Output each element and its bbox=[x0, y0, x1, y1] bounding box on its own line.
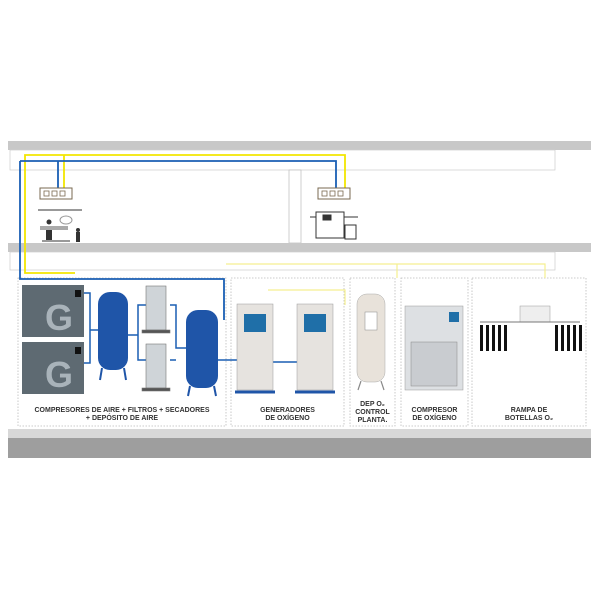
floor-slab bbox=[8, 429, 591, 438]
label-line: BOTELLAS O₂ bbox=[504, 415, 554, 422]
air-line bbox=[19, 160, 337, 320]
middle-slab bbox=[8, 243, 591, 252]
air-dryer-2 bbox=[141, 343, 171, 392]
cylinder-manifold bbox=[480, 305, 582, 351]
label-line: + DEPÓSITO DE AIRE bbox=[85, 415, 159, 422]
label-line: GENERADORES bbox=[260, 407, 315, 414]
air-compressor-2: G bbox=[22, 342, 84, 395]
operating-room-icon bbox=[38, 209, 82, 242]
label-tank: DEP O₂ CONTROL PLANTA. bbox=[350, 401, 395, 425]
air-receiver-tank-1 bbox=[98, 292, 128, 381]
air-compressor-1: G bbox=[22, 285, 84, 338]
label-line: COMPRESORES DE AIRE + FILTROS + SECADORE… bbox=[34, 407, 210, 414]
label-line: CONTROL bbox=[355, 409, 390, 416]
svg-text:G: G bbox=[45, 354, 73, 395]
oxygen-distribution-line bbox=[226, 263, 546, 305]
label-air-section: COMPRESORES DE AIRE + FILTROS + SECADORE… bbox=[18, 407, 226, 423]
divider-wall bbox=[288, 169, 302, 244]
section-box-tank bbox=[349, 277, 396, 427]
oxygen-compressor bbox=[404, 305, 464, 391]
oxygen-generator-1 bbox=[235, 303, 275, 394]
svg-text:G: G bbox=[45, 297, 73, 338]
foundation bbox=[8, 438, 591, 458]
section-box-ramp bbox=[471, 277, 587, 427]
upper-ceiling-band bbox=[9, 149, 556, 171]
label-line: RAMPA DE bbox=[510, 407, 548, 414]
top-slab bbox=[8, 141, 591, 150]
gas-outlet-panel-left bbox=[39, 187, 73, 200]
label-ramp: RAMPA DE BOTELLAS O₂ bbox=[472, 407, 586, 423]
label-compressor: COMPRESOR DE OXÍGENO bbox=[401, 407, 468, 423]
air-dryer-1 bbox=[141, 285, 171, 334]
lower-ceiling-band bbox=[9, 251, 556, 271]
label-line: PLANTA. bbox=[357, 417, 388, 424]
label-generators: GENERADORES DE OXÍGENO bbox=[231, 407, 344, 423]
label-line: DE OXÍGENO bbox=[412, 415, 457, 422]
air-receiver-tank-2 bbox=[186, 310, 218, 397]
oxygen-buffer-tank bbox=[356, 293, 386, 391]
label-line: COMPRESOR bbox=[411, 407, 458, 414]
hospital-bed-icon bbox=[310, 211, 358, 240]
section-box-generators bbox=[230, 277, 345, 427]
section-box-air bbox=[17, 277, 227, 427]
gas-outlet-panel-right bbox=[317, 187, 351, 200]
label-line: DE OXÍGENO bbox=[265, 415, 310, 422]
label-line: DEP O₂ bbox=[360, 401, 385, 408]
section-box-compressor bbox=[400, 277, 469, 427]
oxygen-generator-2 bbox=[295, 303, 335, 394]
